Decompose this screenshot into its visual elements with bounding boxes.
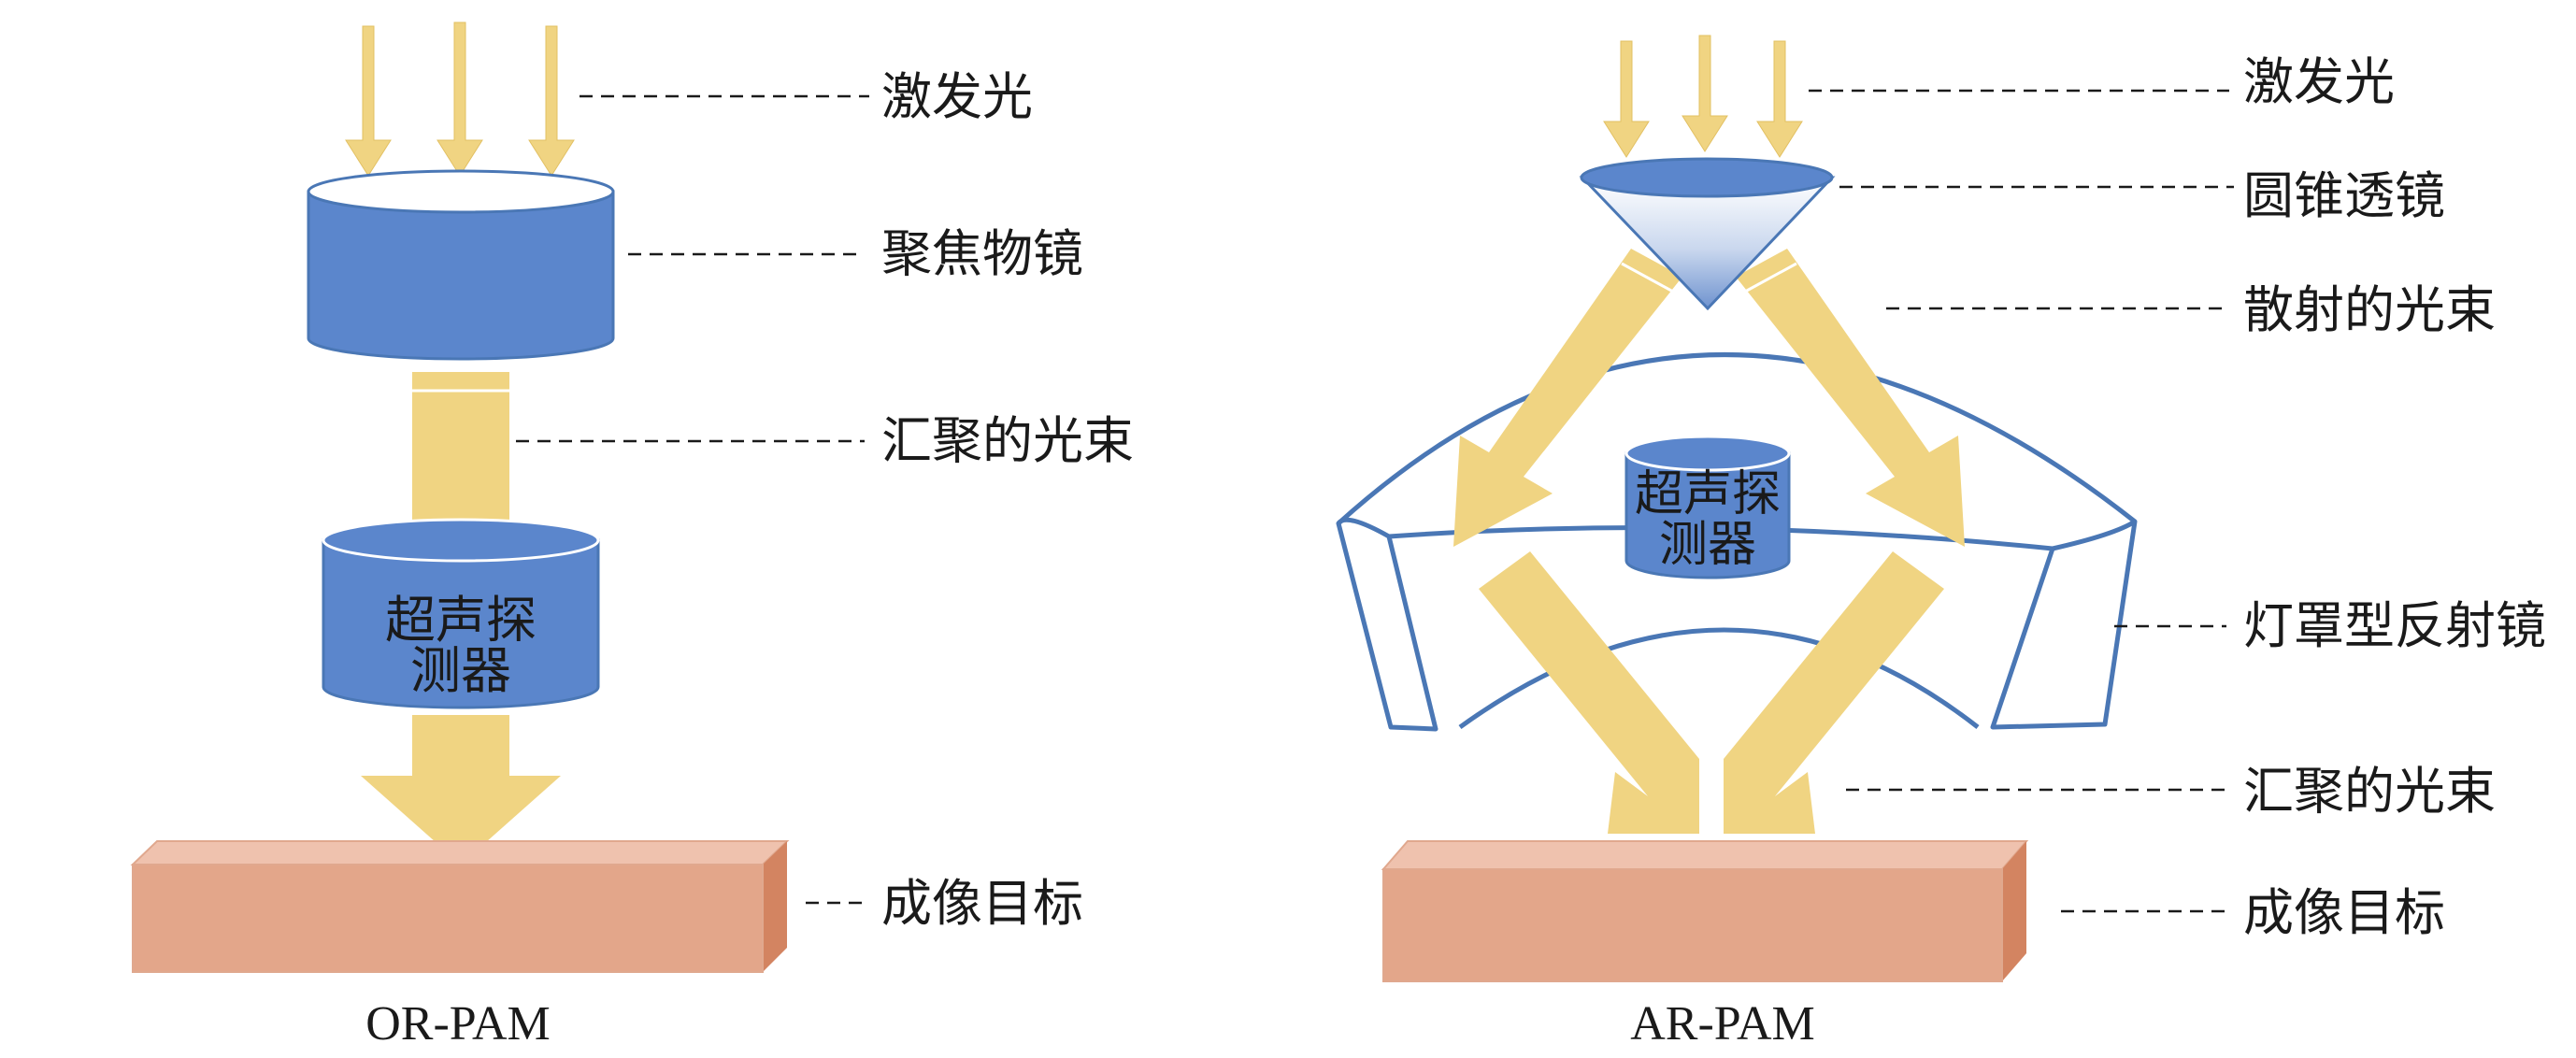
ultrasound-detector: 超声探 测器 xyxy=(322,518,600,709)
excitation-light-arrows-right xyxy=(1603,35,1803,158)
ar-pam-panel: 超声探 测器 激发光 圆锥透镜 散射的光束 灯罩型反射镜 汇聚的光束 成像目标 … xyxy=(1336,35,2546,1051)
detector-label-right-line2: 测器 xyxy=(1659,517,1756,573)
converging-beam xyxy=(412,372,509,531)
label-excitation-light-right: 激发光 xyxy=(2243,52,2395,111)
conical-lens xyxy=(1579,157,1836,311)
detector-label-right-line1: 超声探 xyxy=(1635,466,1781,522)
excitation-light-arrows xyxy=(345,21,575,177)
label-converging-beam-right: 汇聚的光束 xyxy=(2243,762,2496,821)
label-converging-beam: 汇聚的光束 xyxy=(881,411,1134,470)
label-lamp-reflector: 灯罩型反射镜 xyxy=(2243,596,2546,655)
scattered-beams xyxy=(1453,249,1965,547)
label-imaging-target: 成像目标 xyxy=(881,874,1083,933)
detector-label-line1: 超声探 xyxy=(385,591,537,650)
or-pam-panel: 超声探 测器 激发光 聚焦物镜 汇聚的光束 成像目标 OR-PAM xyxy=(130,21,1134,1051)
label-scattered-beam: 散射的光束 xyxy=(2243,280,2496,339)
imaging-target xyxy=(130,840,790,973)
ultrasound-detector-right: 超声探 测器 xyxy=(1624,435,1791,579)
converging-beams xyxy=(1479,536,1944,834)
label-imaging-target-right: 成像目标 xyxy=(2243,883,2445,942)
label-excitation-light: 激发光 xyxy=(881,67,1033,126)
focused-beam-arrow xyxy=(361,715,561,865)
label-focusing-objective: 聚焦物镜 xyxy=(881,224,1083,283)
ar-pam-title: AR-PAM xyxy=(1630,997,1815,1051)
or-pam-title: OR-PAM xyxy=(365,997,551,1051)
focusing-objective xyxy=(307,169,615,361)
imaging-target-right xyxy=(1381,840,2029,982)
label-conical-lens: 圆锥透镜 xyxy=(2243,166,2445,225)
detector-label-line2: 测器 xyxy=(410,641,511,700)
